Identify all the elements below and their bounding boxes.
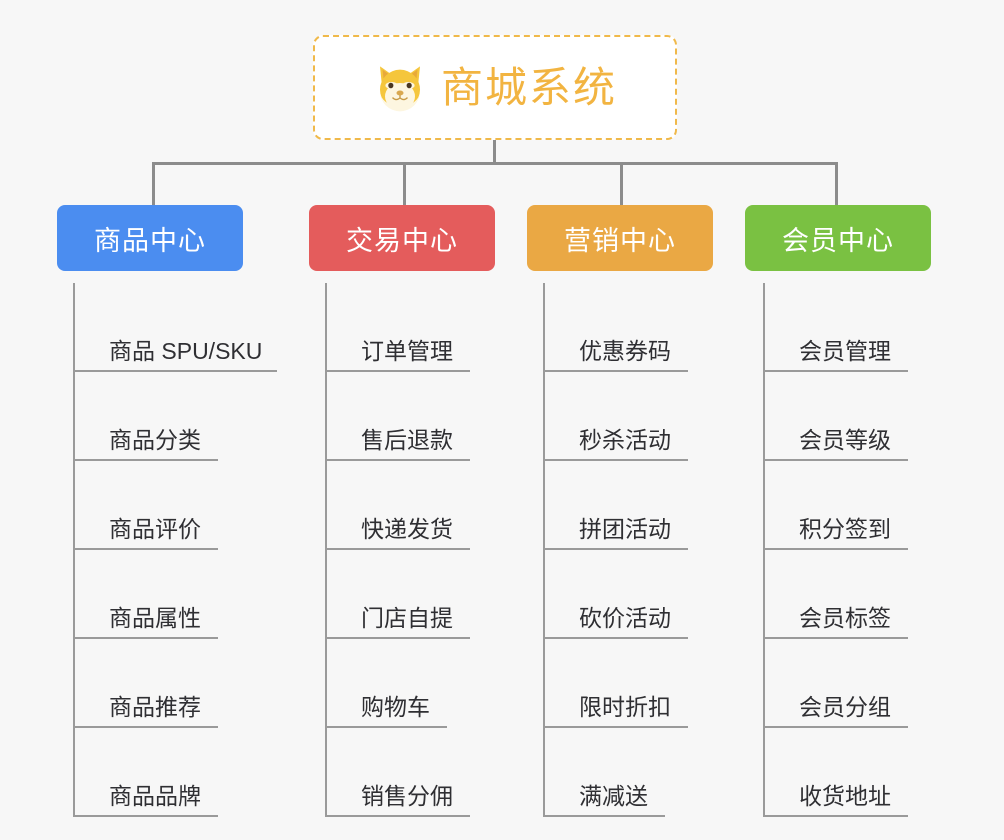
leaf-underline (763, 459, 908, 461)
leaf-column-1: 商品 SPU/SKU 商品分类 商品评价 商品属性 商品推荐 商品品牌 (73, 283, 277, 817)
leaf-item[interactable]: 订单管理 (325, 283, 470, 372)
leaf-label: 会员管理 (799, 338, 891, 364)
leaf-item[interactable]: 快递发货 (325, 461, 470, 550)
leaf-label: 商品推荐 (109, 694, 201, 720)
connector-root-stem (493, 140, 496, 164)
leaf-underline (73, 459, 218, 461)
leaf-underline (73, 548, 218, 550)
category-box-2[interactable]: 交易中心 (309, 205, 495, 271)
leaf-item[interactable]: 满减送 (543, 728, 671, 817)
connector-bus-horizontal (152, 162, 838, 165)
leaf-label: 商品分类 (109, 427, 201, 453)
leaf-label: 满减送 (579, 783, 648, 809)
leaf-label: 销售分佣 (361, 783, 453, 809)
leaf-item[interactable]: 优惠券码 (543, 283, 688, 372)
root-title: 商城系统 (440, 63, 617, 111)
leaf-label: 商品 SPU/SKU (109, 338, 263, 364)
leaf-item[interactable]: 秒杀活动 (543, 372, 688, 461)
leaf-item[interactable]: 收货地址 (763, 728, 908, 817)
leaf-spine-2 (325, 283, 327, 817)
leaf-underline (325, 815, 470, 817)
leaf-item[interactable]: 售后退款 (325, 372, 470, 461)
leaf-item[interactable]: 限时折扣 (543, 639, 688, 728)
leaf-underline (325, 637, 470, 639)
leaf-item[interactable]: 商品分类 (73, 372, 262, 461)
leaf-underline (763, 815, 908, 817)
leaf-underline (763, 637, 908, 639)
leaf-label: 门店自提 (361, 605, 453, 631)
leaf-underline (325, 370, 470, 372)
category-title-1: 商品中心 (94, 225, 206, 256)
leaf-underline (763, 726, 908, 728)
category-box-1[interactable]: 商品中心 (57, 205, 243, 271)
leaf-label: 会员等级 (799, 427, 891, 453)
leaf-item[interactable]: 砍价活动 (543, 550, 688, 639)
leaf-item[interactable]: 会员管理 (763, 283, 908, 372)
root-node-mall-system[interactable]: 商城系统 (313, 35, 677, 140)
leaf-label: 售后退款 (361, 427, 453, 453)
leaf-label: 购物车 (361, 694, 430, 720)
leaf-item[interactable]: 商品评价 (73, 461, 262, 550)
leaf-underline (763, 370, 908, 372)
leaf-item[interactable]: 商品属性 (73, 550, 262, 639)
leaf-underline (543, 459, 688, 461)
leaf-item[interactable]: 商品推荐 (73, 639, 262, 728)
leaf-label: 优惠券码 (579, 338, 671, 364)
leaf-column-3: 优惠券码 秒杀活动 拼团活动 砍价活动 限时折扣 满减送 (543, 283, 688, 817)
connector-drop-2 (403, 162, 406, 207)
leaf-label: 商品评价 (109, 516, 201, 542)
leaf-item[interactable]: 会员分组 (763, 639, 908, 728)
category-box-3[interactable]: 营销中心 (527, 205, 713, 271)
leaf-label: 商品品牌 (109, 783, 201, 809)
leaf-underline (763, 548, 908, 550)
leaf-label: 拼团活动 (579, 516, 671, 542)
category-title-4: 会员中心 (782, 225, 894, 256)
leaf-item[interactable]: 会员标签 (763, 550, 908, 639)
leaf-item[interactable]: 商品品牌 (73, 728, 262, 817)
connector-drop-4 (835, 162, 838, 207)
leaf-underline (73, 726, 218, 728)
leaf-underline (543, 815, 665, 817)
leaf-label: 会员分组 (799, 694, 891, 720)
leaf-label: 砍价活动 (579, 605, 671, 631)
leaf-underline (73, 815, 218, 817)
leaf-label: 秒杀活动 (579, 427, 671, 453)
category-title-3: 营销中心 (564, 225, 676, 256)
leaf-underline (73, 370, 277, 372)
leaf-column-4: 会员管理 会员等级 积分签到 会员标签 会员分组 收货地址 (763, 283, 908, 817)
leaf-item[interactable]: 积分签到 (763, 461, 908, 550)
leaf-label: 会员标签 (799, 605, 891, 631)
leaf-underline (543, 726, 688, 728)
leaf-underline (543, 548, 688, 550)
leaf-item[interactable]: 拼团活动 (543, 461, 688, 550)
leaf-underline (325, 726, 447, 728)
leaf-spine-4 (763, 283, 765, 817)
leaf-underline (325, 548, 470, 550)
leaf-label: 收货地址 (799, 783, 891, 809)
leaf-item[interactable]: 商品 SPU/SKU (73, 283, 277, 372)
leaf-underline (73, 637, 218, 639)
leaf-column-2: 订单管理 售后退款 快递发货 门店自提 购物车 销售分佣 (325, 283, 470, 817)
leaf-spine-3 (543, 283, 545, 817)
connector-drop-1 (152, 162, 155, 207)
category-box-4[interactable]: 会员中心 (745, 205, 931, 271)
leaf-label: 商品属性 (109, 605, 201, 631)
shiba-dog-face-icon (379, 65, 420, 111)
leaf-item[interactable]: 门店自提 (325, 550, 470, 639)
leaf-label: 积分签到 (799, 516, 891, 542)
leaf-underline (325, 459, 470, 461)
leaf-underline (543, 637, 688, 639)
leaf-item[interactable]: 销售分佣 (325, 728, 470, 817)
connector-drop-3 (620, 162, 623, 207)
leaf-label: 订单管理 (361, 338, 453, 364)
leaf-label: 快递发货 (361, 516, 453, 542)
leaf-label: 限时折扣 (579, 694, 671, 720)
leaf-underline (543, 370, 688, 372)
category-title-2: 交易中心 (346, 225, 458, 256)
leaf-item[interactable]: 购物车 (325, 639, 453, 728)
leaf-spine-1 (73, 283, 75, 817)
leaf-item[interactable]: 会员等级 (763, 372, 908, 461)
